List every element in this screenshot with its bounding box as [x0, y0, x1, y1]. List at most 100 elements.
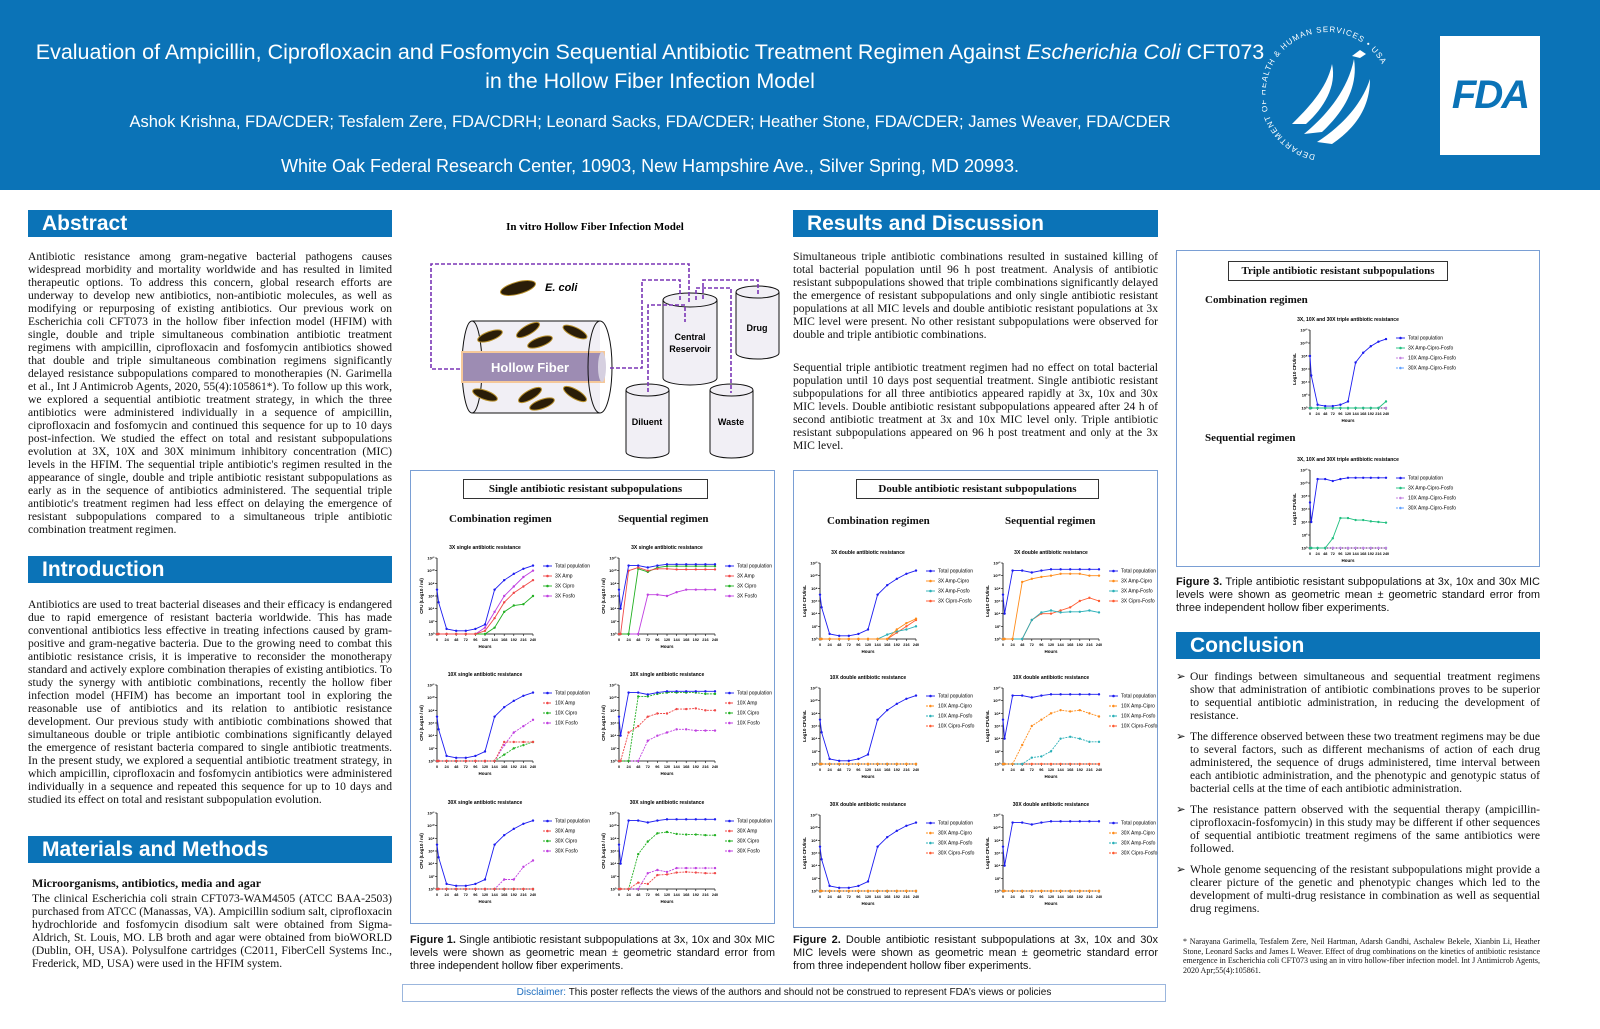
line-chart: 30X single antibiotic resistance10⁰10²10…: [601, 800, 772, 904]
data-point: [838, 634, 841, 638]
data-point: [675, 563, 678, 566]
x-axis-label: Hours: [660, 644, 673, 649]
data-point: [1310, 546, 1313, 550]
data-point: [1011, 762, 1014, 766]
x-tick-label: 144: [673, 893, 680, 897]
data-point: [713, 866, 717, 870]
line-chart: 3X single antibiotic resistance10⁰10²10⁴…: [601, 545, 772, 649]
y-tick-label: 10¹⁰: [427, 695, 435, 700]
x-tick-label: 0: [436, 893, 438, 897]
data-point: [713, 568, 717, 571]
x-tick-label: 192: [693, 638, 699, 642]
data-point: [483, 759, 487, 763]
conclusion-item: ➢The difference observed between these t…: [1176, 730, 1540, 795]
data-point: [531, 578, 535, 582]
y-tick-label: 10⁰: [811, 637, 817, 642]
x-tick-label: 48: [837, 643, 841, 647]
data-point: [493, 588, 496, 591]
series-line: [820, 618, 917, 640]
y-tick-label: 10⁸: [610, 836, 616, 841]
x-tick-label: 168: [501, 765, 507, 769]
data-point: [704, 690, 707, 693]
data-point: [1011, 821, 1014, 824]
methods-text: The clinical Escherichia coli strain CFT…: [32, 892, 392, 970]
data-point: [828, 884, 831, 888]
data-point: [437, 632, 440, 636]
data-point: [1384, 400, 1388, 403]
conclusion-item: ➢Whole genome sequencing of the resistan…: [1176, 863, 1540, 915]
data-point: [1011, 694, 1014, 697]
disclaimer-text: This poster reflects the views of the au…: [566, 987, 1052, 998]
data-point: [619, 607, 622, 610]
poster-header: Evaluation of Ampicillin, Ciprofloxacin …: [0, 0, 1600, 190]
y-tick-label: 10¹⁰: [993, 698, 1001, 703]
x-tick-label: 120: [1048, 643, 1054, 647]
legend-label: 30X Cipro-Fosfo: [938, 851, 975, 857]
data-point: [675, 832, 678, 836]
y-tick-label: 10²: [812, 749, 818, 754]
data-point: [1362, 351, 1365, 354]
data-point: [1040, 575, 1043, 579]
data-point: [1097, 693, 1101, 696]
y-tick-label: 10¹⁰: [609, 568, 617, 573]
x-tick-label: 0: [1309, 412, 1311, 416]
legend-marker: [1112, 704, 1115, 708]
series-line: [1002, 693, 1099, 739]
legend-label: 10X Amp: [555, 701, 576, 707]
y-tick-label: 10¹²: [993, 686, 1001, 691]
data-point: [895, 829, 898, 833]
legend-label: 30X Amp: [555, 829, 576, 835]
data-point: [1316, 403, 1319, 406]
data-point: [637, 881, 640, 884]
legend-label: 30X Fosfo: [555, 849, 578, 855]
data-point: [1097, 889, 1101, 893]
legend-label: 30X Amp-Cipro: [938, 831, 972, 837]
x-tick-label: 120: [865, 895, 871, 899]
x-tick-label: 72: [1030, 643, 1034, 647]
legend-label: Total population: [737, 564, 772, 570]
legend-marker: [929, 569, 932, 573]
data-point: [866, 637, 870, 641]
legend-marker: [1399, 336, 1402, 340]
x-tick-label: 0: [1002, 768, 1004, 772]
data-point: [637, 759, 640, 763]
x-tick-label: 240: [913, 643, 919, 647]
x-tick-label: 96: [1039, 768, 1043, 772]
x-tick-label: 48: [636, 638, 640, 642]
data-point: [464, 884, 467, 888]
caption-text: Double antibiotic resistant subpopulatio…: [793, 934, 1158, 972]
disclaimer-label: Disclaimer:: [516, 987, 567, 998]
x-tick-label: 168: [884, 643, 890, 647]
data-point: [876, 889, 879, 893]
data-point: [820, 731, 823, 734]
data-point: [1097, 820, 1101, 823]
legend-marker: [546, 574, 549, 578]
x-tick-label: 0: [436, 765, 438, 769]
data-point: [503, 705, 506, 709]
x-tick-label: 192: [894, 643, 900, 647]
data-point: [646, 695, 649, 698]
series-line: [819, 695, 917, 762]
x-tick-label: 216: [1375, 412, 1381, 416]
data-point: [1097, 740, 1101, 744]
data-point: [1078, 610, 1081, 613]
data-point: [445, 754, 448, 758]
x-tick-label: 24: [444, 893, 449, 897]
data-point: [493, 610, 496, 614]
data-point: [1308, 354, 1312, 358]
x-tick-label: 96: [856, 768, 860, 772]
data-point: [512, 572, 515, 576]
x-tick-label: 168: [1360, 552, 1366, 556]
data-point: [857, 889, 860, 893]
x-tick-label: 96: [655, 765, 659, 769]
data-point: [512, 827, 515, 831]
x-tick-label: 0: [1002, 895, 1004, 899]
x-tick-label: 168: [884, 768, 890, 772]
central-reservoir-label-2: Reservoir: [669, 344, 711, 354]
data-point: [694, 833, 697, 836]
data-point: [1377, 476, 1380, 479]
data-point: [646, 739, 649, 742]
y-tick-label: 10⁸: [1301, 354, 1307, 359]
y-tick-label: 10¹⁰: [609, 695, 617, 700]
data-point: [1097, 762, 1101, 766]
